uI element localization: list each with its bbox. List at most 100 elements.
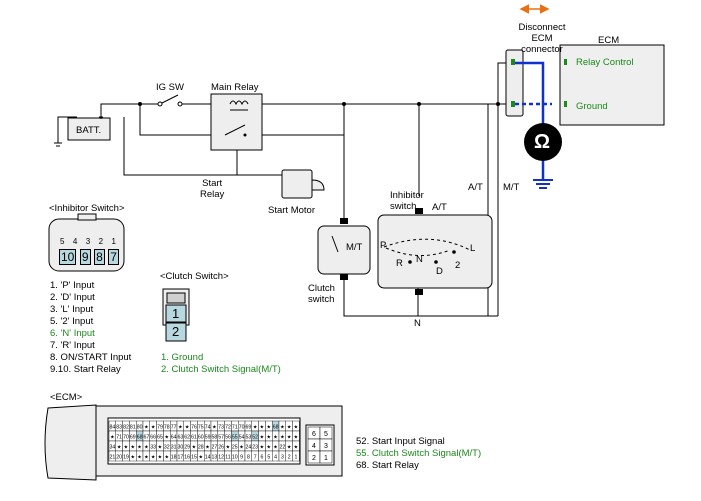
ecm-pin-number: 72	[225, 425, 231, 431]
inhibitor-pin: 10	[59, 249, 77, 265]
ecm-pin-number: 27	[212, 445, 218, 451]
ecm-pin-number: 65	[157, 435, 163, 441]
ecm-pin-number: 30	[178, 445, 184, 451]
ecm-pin-number: 12	[218, 455, 224, 461]
ecm-pin-number: 54	[239, 435, 245, 441]
clutch-pin-list: 1. Ground 2. Clutch Switch Signal(M/T)	[161, 352, 281, 376]
ecm-pin-number: ★	[280, 435, 285, 441]
ecm-pin-number: ★	[294, 445, 299, 451]
ecm-pin-number: ★	[280, 425, 285, 431]
ecm-pin-desc: 55. Clutch Switch Signal(M/T)	[356, 448, 482, 459]
ecm-pin-number: ★	[294, 425, 299, 431]
ecm-pin-number: 2	[288, 455, 291, 461]
ecm-pin-number: ★	[144, 445, 149, 451]
start-motor	[281, 169, 313, 199]
ecm-pin-number: 74	[205, 425, 211, 431]
ecm-pin-number: 4	[274, 455, 277, 461]
ecm-pin-number: ★	[287, 425, 292, 431]
battery-label: BATT.	[76, 125, 102, 136]
ecm-pin-number: 11	[225, 455, 230, 461]
ecm-pin-number: 9	[240, 455, 243, 461]
ecm-side-pin-number: 3	[324, 443, 328, 450]
ecm-pin-number: 83	[116, 425, 122, 431]
gear-r: R	[396, 258, 403, 269]
ecm-pin-number: ★	[164, 455, 169, 461]
ecm-pin-number: 24	[246, 445, 252, 451]
ecm-pin-number: ★	[137, 445, 142, 451]
inhibitor-pin-desc: 1. 'P' Input	[50, 280, 95, 291]
clutch-pin-2	[165, 322, 187, 342]
ecm-pin-number: 61	[191, 435, 197, 441]
ecm-pin-number: ★	[151, 425, 156, 431]
ecm-pin-number: 78	[164, 425, 170, 431]
ecm-pin-number: ★	[110, 435, 115, 441]
ecm-pin-list: 52. Start Input Signal 55. Clutch Switch…	[356, 436, 481, 472]
ecm-pin-number: ★	[239, 445, 244, 451]
ecm-pin-number: 57	[218, 435, 224, 441]
clutch-pin-desc: 1. Ground	[161, 352, 204, 363]
ecm-pin-number: 70	[123, 435, 129, 441]
ecm-pin-number: 76	[191, 425, 197, 431]
ecm-pin-number: 82	[123, 425, 129, 431]
ecm-side-pin-number: 5	[324, 431, 328, 438]
ecm-pin-number: 70	[239, 425, 245, 431]
ecm-module-box	[559, 44, 665, 126]
ig-switch-contact-a	[157, 101, 163, 107]
ecm-pin-number: ★	[151, 455, 156, 461]
inhibitor-pin: 4	[72, 237, 78, 246]
ecm-pin-number: 16	[184, 455, 190, 461]
ecm-pin-desc: 52. Start Input Signal	[356, 436, 445, 447]
ecm-pin-number: ★	[130, 455, 135, 461]
gear-d: D	[436, 266, 443, 277]
ecm-pin-number: ★	[137, 455, 142, 461]
ecm-pin-number: 81	[130, 425, 136, 431]
ecm-pin-number: ★	[266, 435, 271, 441]
ecm-pin-number: 59	[205, 435, 211, 441]
ecm-pin-number: 64	[171, 435, 177, 441]
ecm-side-pin-cell	[319, 450, 333, 464]
gear-p: P	[380, 240, 387, 251]
inhibitor-pin: 3	[85, 237, 91, 246]
ecm-pin-number: 32	[164, 445, 170, 451]
relay-control-pin	[564, 59, 567, 65]
ecm-pin-number: 7	[254, 455, 257, 461]
ecm-pin-number: 52	[252, 435, 258, 441]
ecm-pin-number: ★	[287, 445, 292, 451]
ecm-pin-number: ★	[164, 435, 169, 441]
ecm-pin-number: 79	[157, 425, 163, 431]
inhibitor-pin: 1	[111, 237, 116, 246]
main-relay-label: Main Relay	[211, 82, 259, 93]
ecm-pin-number: ★	[205, 445, 210, 451]
ecm-pin-number: 55	[232, 435, 238, 441]
ecm-pin-number: ★	[144, 425, 149, 431]
ecm-pin-number: ★	[273, 435, 278, 441]
inhibitor-pin-desc: 3. 'L' Input	[50, 304, 94, 315]
ecm-connector-body	[44, 404, 97, 481]
ecm-pin-number: ★	[212, 425, 217, 431]
ecm-pin-number: 29	[184, 445, 190, 451]
ecm-pin-number: ★	[185, 425, 190, 431]
ecm-pin-number: 26	[218, 445, 224, 451]
ohm-symbol: Ω	[534, 131, 551, 153]
ecm-pin-number: 19	[123, 455, 129, 461]
ecm-pin-number: 18	[171, 455, 177, 461]
inhibitor-pin: 5	[60, 237, 65, 246]
ecm-pin-cell	[292, 450, 300, 462]
ecm-side-pin-number: 2	[312, 455, 316, 462]
clutch-pin-1	[165, 304, 187, 323]
ecm-pin-number: 63	[178, 435, 184, 441]
ecm-pin-number: 10	[232, 455, 238, 461]
ecm-pin-number: ★	[266, 425, 271, 431]
ecm-pin-number: ★	[260, 425, 265, 431]
ecm-pin-number: 22	[280, 445, 286, 451]
clutch-pin-desc: 2. Clutch Switch Signal(M/T)	[161, 364, 281, 375]
mt-wire-label: M/T	[503, 182, 520, 193]
inhibitor-connector-title: <Inhibitor Switch>	[49, 203, 125, 214]
inhibitor-pin: 7	[108, 249, 119, 265]
ecm-side-pin-number: 1	[324, 455, 328, 462]
inhibitor-switch	[377, 214, 493, 289]
ecm-pin-number: 73	[218, 425, 224, 431]
disconnect-label: Disconnect ECM connector	[518, 22, 566, 55]
ecm-pin-number: 68	[137, 435, 143, 441]
